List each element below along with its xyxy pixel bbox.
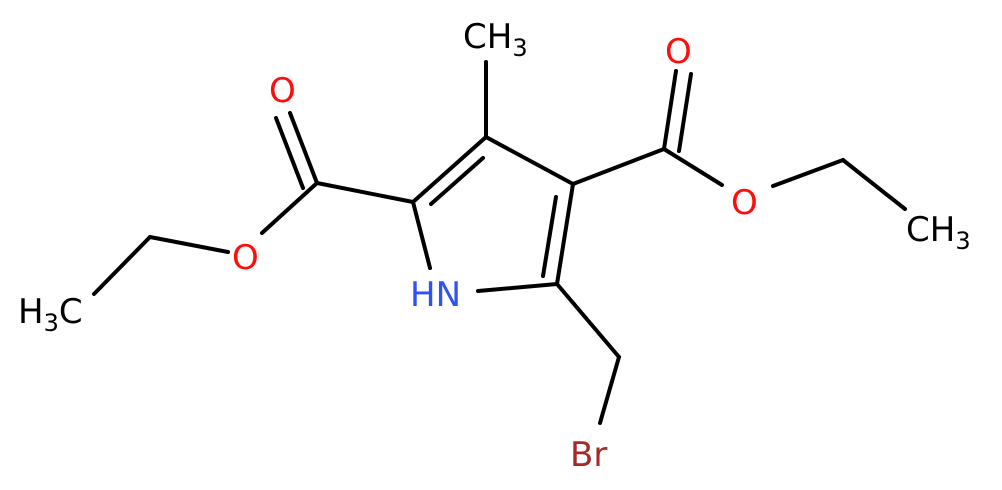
- bond-ring-c2-c3-double: [429, 156, 485, 206]
- bond-ester-o-ch2-right: [771, 158, 845, 188]
- bond-c5-ch2: [555, 282, 621, 359]
- ester-oxygen-left-label: O: [232, 238, 259, 278]
- bond-carbonyl-o-right-2: [677, 72, 693, 153]
- bond-ch2-ch3-left: [92, 235, 152, 296]
- bond-carbonyl-o-right-1: [662, 69, 678, 151]
- bond-carbonyl-o-left-1: [288, 111, 319, 185]
- bond-c4-carbonyl-right: [571, 147, 666, 186]
- bond-ring-n-c2: [411, 200, 432, 270]
- bond-ring-c4-c5-double: [541, 195, 558, 278]
- bond-ring-c4-c5: [555, 182, 575, 286]
- bond-ch2-br: [598, 355, 621, 425]
- bond-carbonyl-o-left-2: [274, 116, 305, 190]
- bond-ch2-ch3-right: [841, 158, 907, 211]
- ester-oxygen-right-label: O: [731, 183, 758, 223]
- bond-carbonyl-ester-o-right: [662, 147, 724, 187]
- carbonyl-oxygen-right-label: O: [665, 32, 692, 72]
- bond-ring-c5-n: [476, 282, 559, 293]
- ring-nh-label: HN: [410, 275, 461, 315]
- bromine-label: Br: [570, 435, 607, 475]
- bond-carbonyl-ester-o-left: [260, 181, 319, 235]
- methyl-left-label: H3C: [18, 292, 83, 337]
- carbonyl-oxygen-left-label: O: [269, 71, 296, 111]
- bond-c2-carbonyl-left: [315, 181, 415, 204]
- methyl-right-label: CH3: [906, 210, 971, 255]
- methyl-top-label: CH3: [463, 17, 528, 62]
- bond-ring-c3-c4: [484, 135, 575, 186]
- bond-ring-c2-c3: [411, 135, 488, 204]
- bond-ester-o-ch2-left: [148, 235, 230, 254]
